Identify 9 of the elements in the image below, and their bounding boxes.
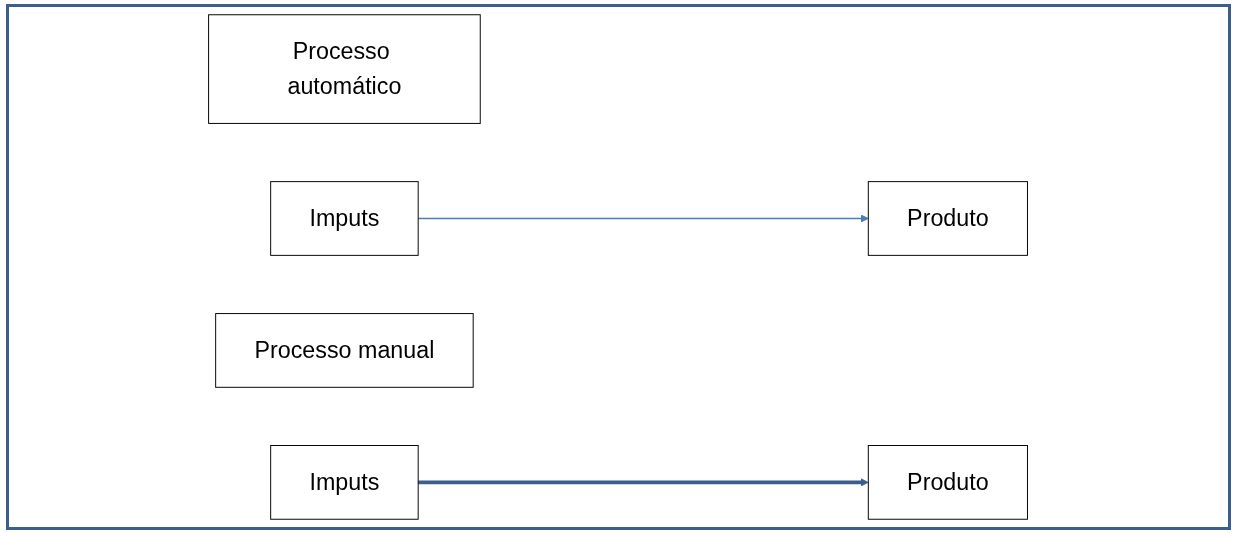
arrow bbox=[418, 478, 870, 487]
node-box bbox=[868, 445, 1029, 520]
node-box bbox=[208, 14, 482, 124]
node-box bbox=[270, 181, 420, 256]
node-box bbox=[215, 313, 475, 388]
arrow bbox=[417, 214, 870, 223]
node-box bbox=[270, 445, 420, 520]
frame-border: Processo automático Imputs Produto Processo manual Imputs Produto bbox=[6, 4, 1231, 530]
node-box bbox=[868, 181, 1029, 256]
